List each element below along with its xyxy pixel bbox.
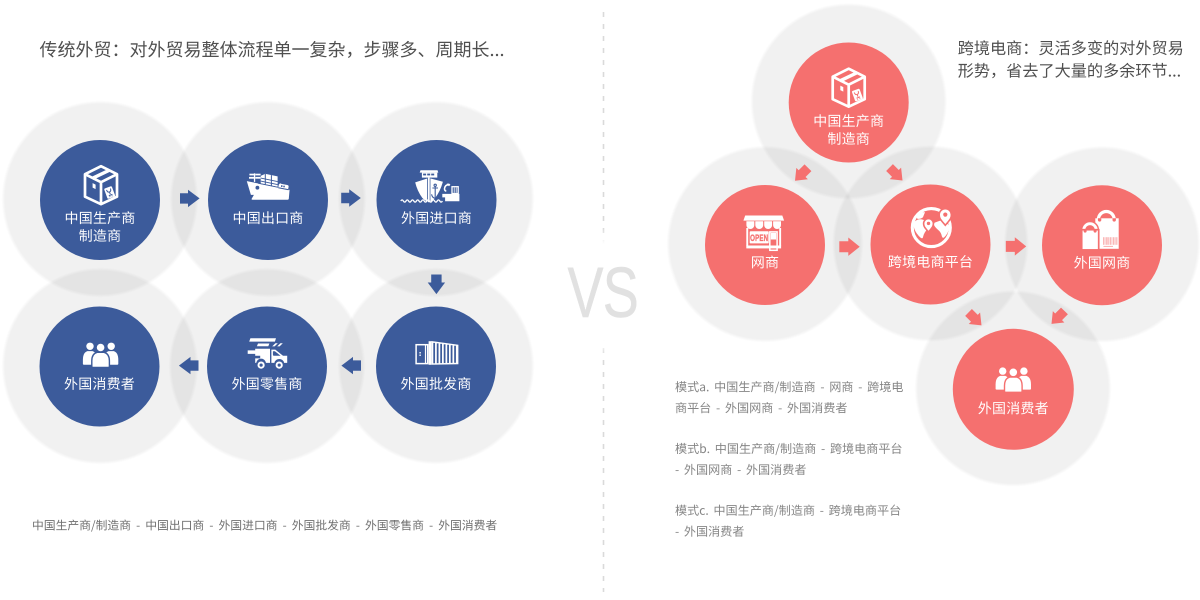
svg-text:VS: VS [568, 254, 638, 333]
svg-text:OPEN: OPEN [750, 233, 768, 244]
